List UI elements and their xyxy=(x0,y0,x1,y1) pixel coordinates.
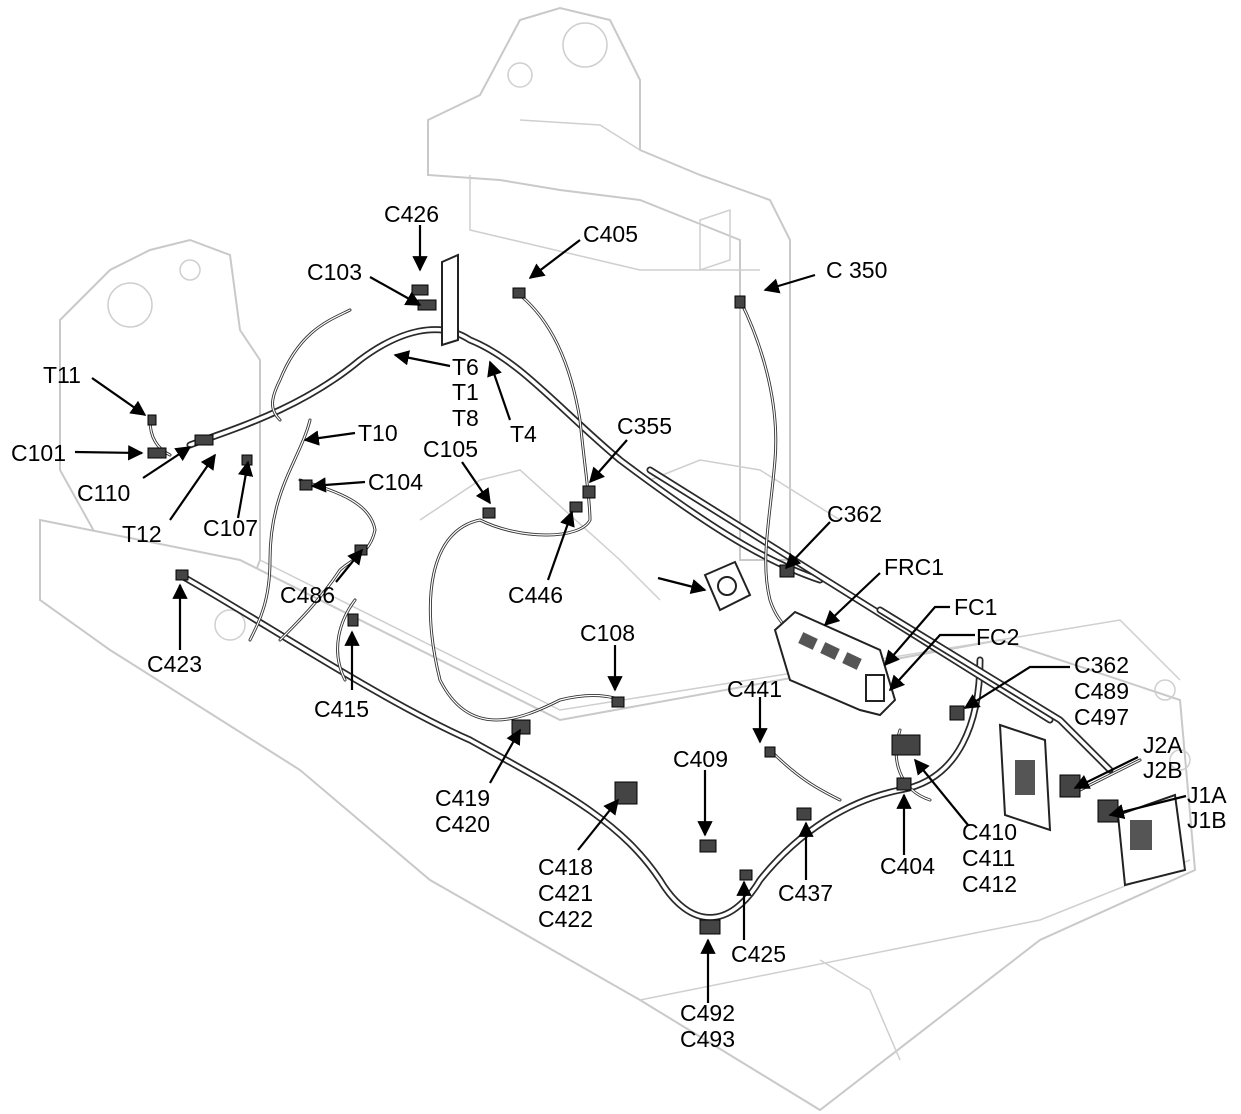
label-c409: C409 xyxy=(673,746,728,772)
leader-arrows xyxy=(74,225,1187,1003)
control-module-j1 xyxy=(1116,793,1187,887)
control-module-j2 xyxy=(998,723,1052,832)
connector-c350 xyxy=(734,295,746,309)
label-c425: C425 xyxy=(731,941,786,967)
label-c105: C105 xyxy=(423,436,478,462)
connector-c441 xyxy=(764,746,776,758)
label-c405: C405 xyxy=(583,221,638,247)
connector-c104 xyxy=(299,479,313,491)
label-fc2: FC2 xyxy=(976,624,1019,650)
label-t4: T4 xyxy=(510,421,537,447)
label-c110: C110 xyxy=(77,480,130,506)
connector-c419 xyxy=(511,719,531,735)
connector-c405 xyxy=(512,287,526,299)
label-c420: C420 xyxy=(435,811,490,837)
label-c489: C489 xyxy=(1074,678,1129,704)
label-t12: T12 xyxy=(122,521,162,547)
connector-c415 xyxy=(347,613,359,627)
connector-c355 xyxy=(582,485,596,499)
label-c101: C101 xyxy=(11,440,66,466)
label-j2a: J2A xyxy=(1143,732,1183,758)
label-c350: C 350 xyxy=(826,257,887,283)
connector-c418 xyxy=(614,781,638,805)
connector-t11 xyxy=(147,414,157,426)
label-c410: C410 xyxy=(962,819,1017,845)
label-c108: C108 xyxy=(580,620,635,646)
connector-j1 xyxy=(1097,799,1119,823)
connector-c489 xyxy=(949,705,965,721)
label-frc1: FRC1 xyxy=(884,554,944,580)
connector-c108 xyxy=(611,696,625,708)
connector-c110 xyxy=(194,434,214,446)
connector-c409 xyxy=(699,839,717,853)
label-c362-top: C362 xyxy=(827,501,882,527)
connector-c103 xyxy=(417,299,437,311)
label-c362-right: C362 xyxy=(1074,652,1129,678)
label-c426: C426 xyxy=(384,201,439,227)
label-c423: C423 xyxy=(147,651,202,677)
access-plate xyxy=(703,560,752,612)
label-c355: C355 xyxy=(617,413,672,439)
connector-c410 xyxy=(891,734,921,756)
connector-c492 xyxy=(699,919,721,935)
label-c415: C415 xyxy=(314,696,369,722)
label-fc1: FC1 xyxy=(954,594,997,620)
label-j1a: J1A xyxy=(1187,782,1227,808)
label-t11: T11 xyxy=(43,362,81,388)
label-c421: C421 xyxy=(538,880,593,906)
label-t1: T1 xyxy=(452,379,479,405)
connector-c426 xyxy=(411,284,429,296)
label-c419: C419 xyxy=(435,785,490,811)
label-j2b: J2B xyxy=(1143,757,1183,783)
connector-c425 xyxy=(739,869,753,881)
connector-c437 xyxy=(796,807,812,821)
components xyxy=(441,253,1187,887)
connector-c101 xyxy=(147,447,167,459)
mount-bracket xyxy=(441,253,459,347)
label-t10: T10 xyxy=(358,420,398,446)
machine-frame xyxy=(39,6,1197,1112)
label-j1b: J1B xyxy=(1187,807,1227,833)
label-c492: C492 xyxy=(680,1000,735,1026)
label-t8: T8 xyxy=(452,405,479,431)
connector-c423 xyxy=(175,569,189,581)
label-c404: C404 xyxy=(880,853,935,879)
label-t6: T6 xyxy=(452,354,479,380)
label-c412: C412 xyxy=(962,871,1017,897)
label-c437: C437 xyxy=(778,880,833,906)
label-c103: C103 xyxy=(307,259,362,285)
label-c486: C486 xyxy=(280,582,335,608)
connector-c446 xyxy=(569,501,583,513)
callout-labels: C426 C405 C 350 C103 T11 T6 T1 T8 T4 C10… xyxy=(11,201,1227,1052)
label-c441: C441 xyxy=(727,676,782,702)
label-c107: C107 xyxy=(203,515,258,541)
label-c446: C446 xyxy=(508,582,563,608)
label-c497: C497 xyxy=(1074,704,1129,730)
label-c411: C411 xyxy=(962,845,1015,871)
connector-c404 xyxy=(896,777,912,791)
label-c104: C104 xyxy=(368,469,423,495)
label-c422: C422 xyxy=(538,906,593,932)
connector-c105 xyxy=(482,507,496,519)
label-c418: C418 xyxy=(538,854,593,880)
fuse-relay-center xyxy=(773,610,897,717)
label-c493: C493 xyxy=(680,1026,735,1052)
